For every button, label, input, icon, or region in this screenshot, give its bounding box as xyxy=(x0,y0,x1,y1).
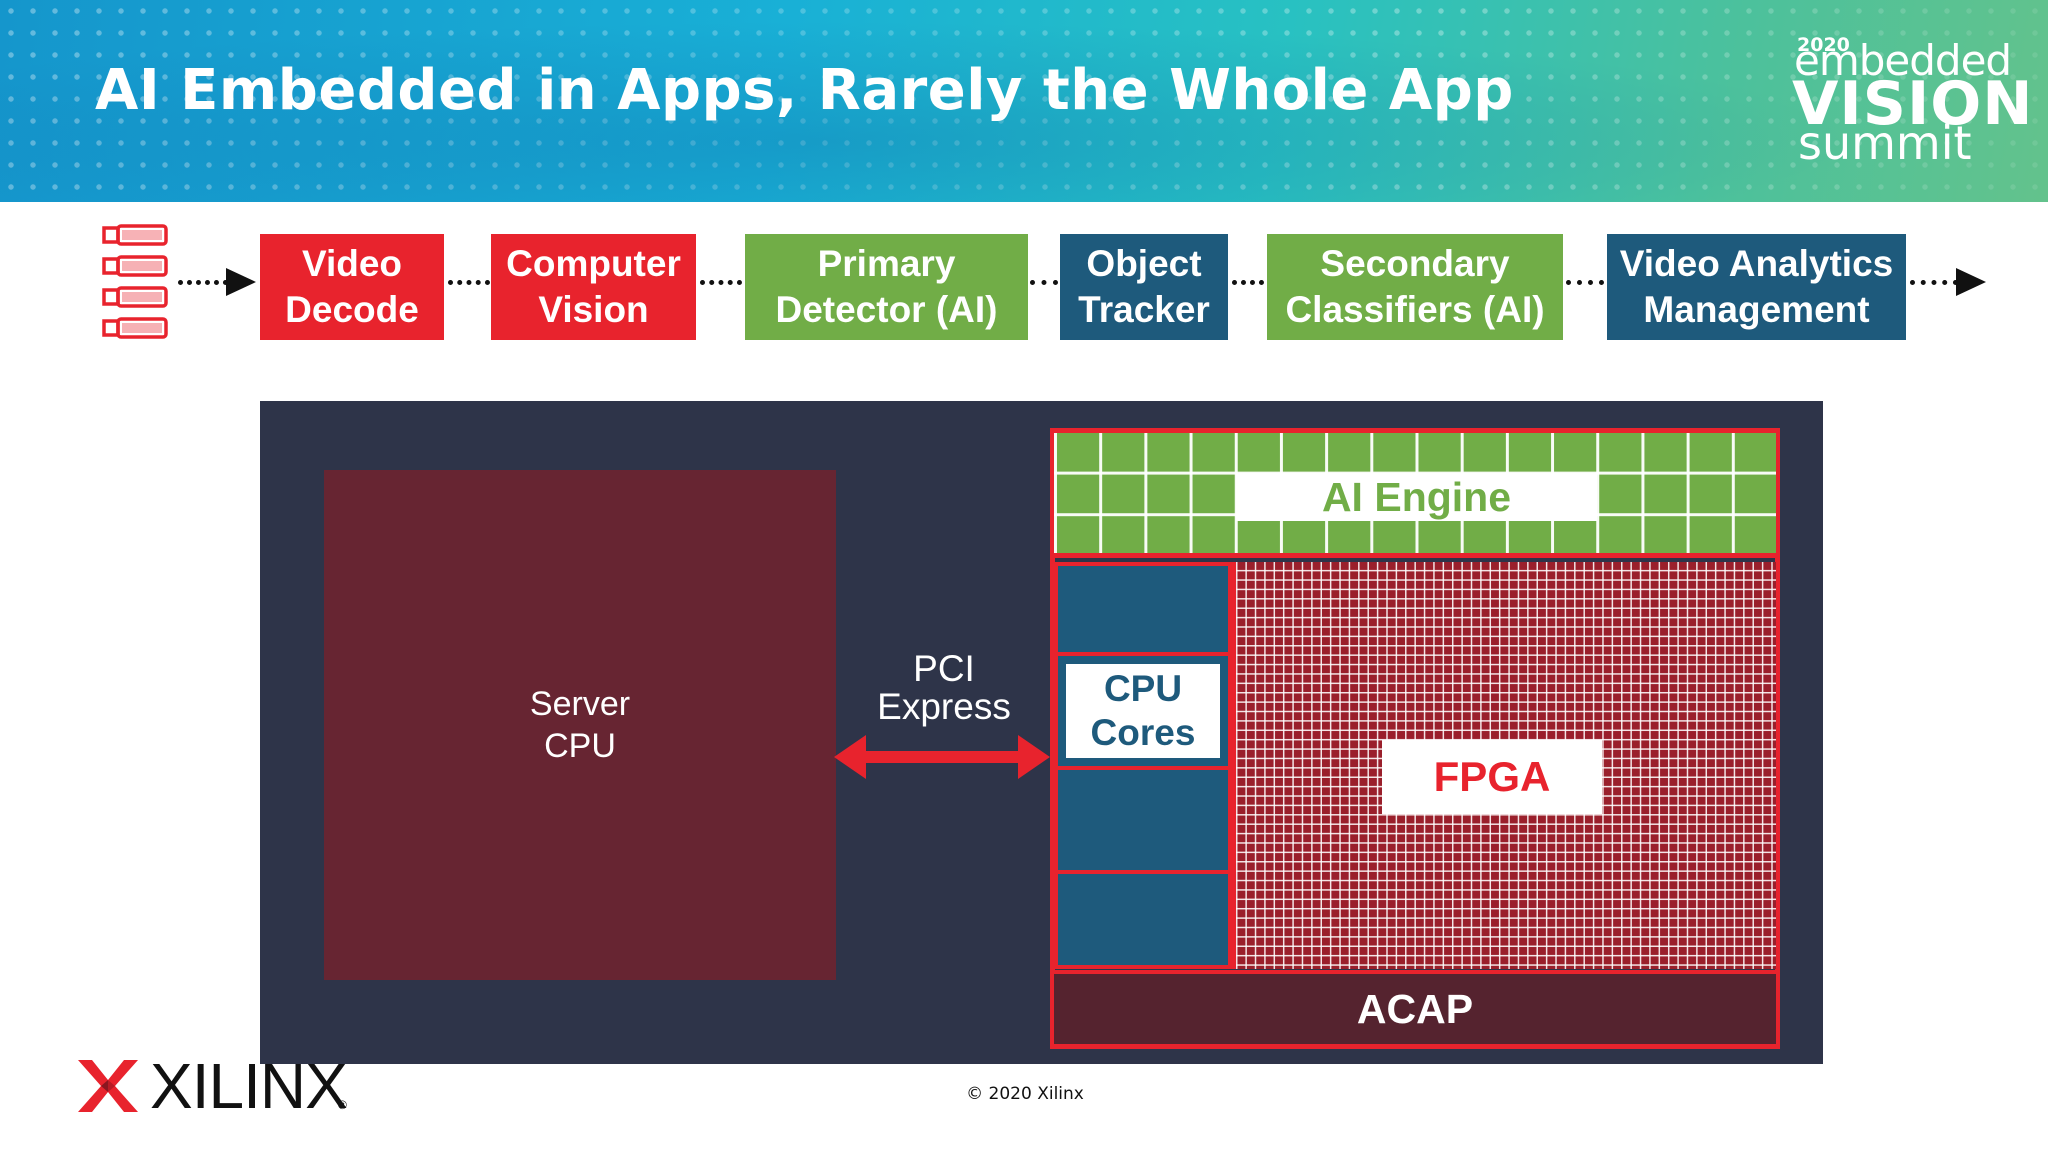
pci-express-label: PCI Express xyxy=(877,648,1011,727)
pipeline-connector xyxy=(1910,280,1958,285)
registered-mark: ® xyxy=(338,1098,347,1112)
pipeline-connector xyxy=(1566,280,1604,285)
copyright-text: © 2020 Xilinx xyxy=(966,1084,1084,1104)
xilinx-logo-icon xyxy=(78,1060,138,1112)
stage-computer-vision: Computer Vision xyxy=(491,234,696,340)
slide-title: AI Embedded in Apps, Rarely the Whole Ap… xyxy=(95,58,1514,123)
stage-primary-detector: Primary Detector (AI) xyxy=(745,234,1028,340)
stage-video-decode: Video Decode xyxy=(260,234,444,340)
acap-label: ACAP xyxy=(1054,970,1776,1044)
pipeline-connector xyxy=(1232,280,1264,285)
pci-express-arrow xyxy=(834,735,1050,779)
pipeline-connector xyxy=(178,280,228,285)
pipeline-arrowhead xyxy=(226,268,256,296)
xilinx-wordmark: XILINX xyxy=(150,1050,348,1122)
ai-engine-label: AI Engine xyxy=(1236,473,1597,521)
fpga-label: FPGA xyxy=(1382,740,1602,814)
stage-secondary-classifiers: Secondary Classifiers (AI) xyxy=(1267,234,1563,340)
cpu-cores-label: CPU Cores xyxy=(1066,664,1220,758)
camera-stack-icon xyxy=(102,224,168,339)
stage-video-analytics-management: Video Analytics Management xyxy=(1607,234,1906,340)
pipeline-connector xyxy=(1030,280,1058,285)
pipeline-connector xyxy=(448,280,490,285)
banner-dot-pattern xyxy=(0,0,2048,202)
cpu-core-cell xyxy=(1058,770,1228,870)
stage-object-tracker: Object Tracker xyxy=(1060,234,1228,340)
pipeline-arrowhead xyxy=(1956,268,1986,296)
ai-engine-grid xyxy=(1054,433,1776,558)
server-cpu-block: Server CPU xyxy=(324,470,836,980)
cpu-core-cell xyxy=(1058,874,1228,965)
pipeline-connector xyxy=(700,280,742,285)
cpu-core-cell xyxy=(1058,566,1228,652)
header-banner: AI Embedded in Apps, Rarely the Whole Ap… xyxy=(0,0,2048,202)
